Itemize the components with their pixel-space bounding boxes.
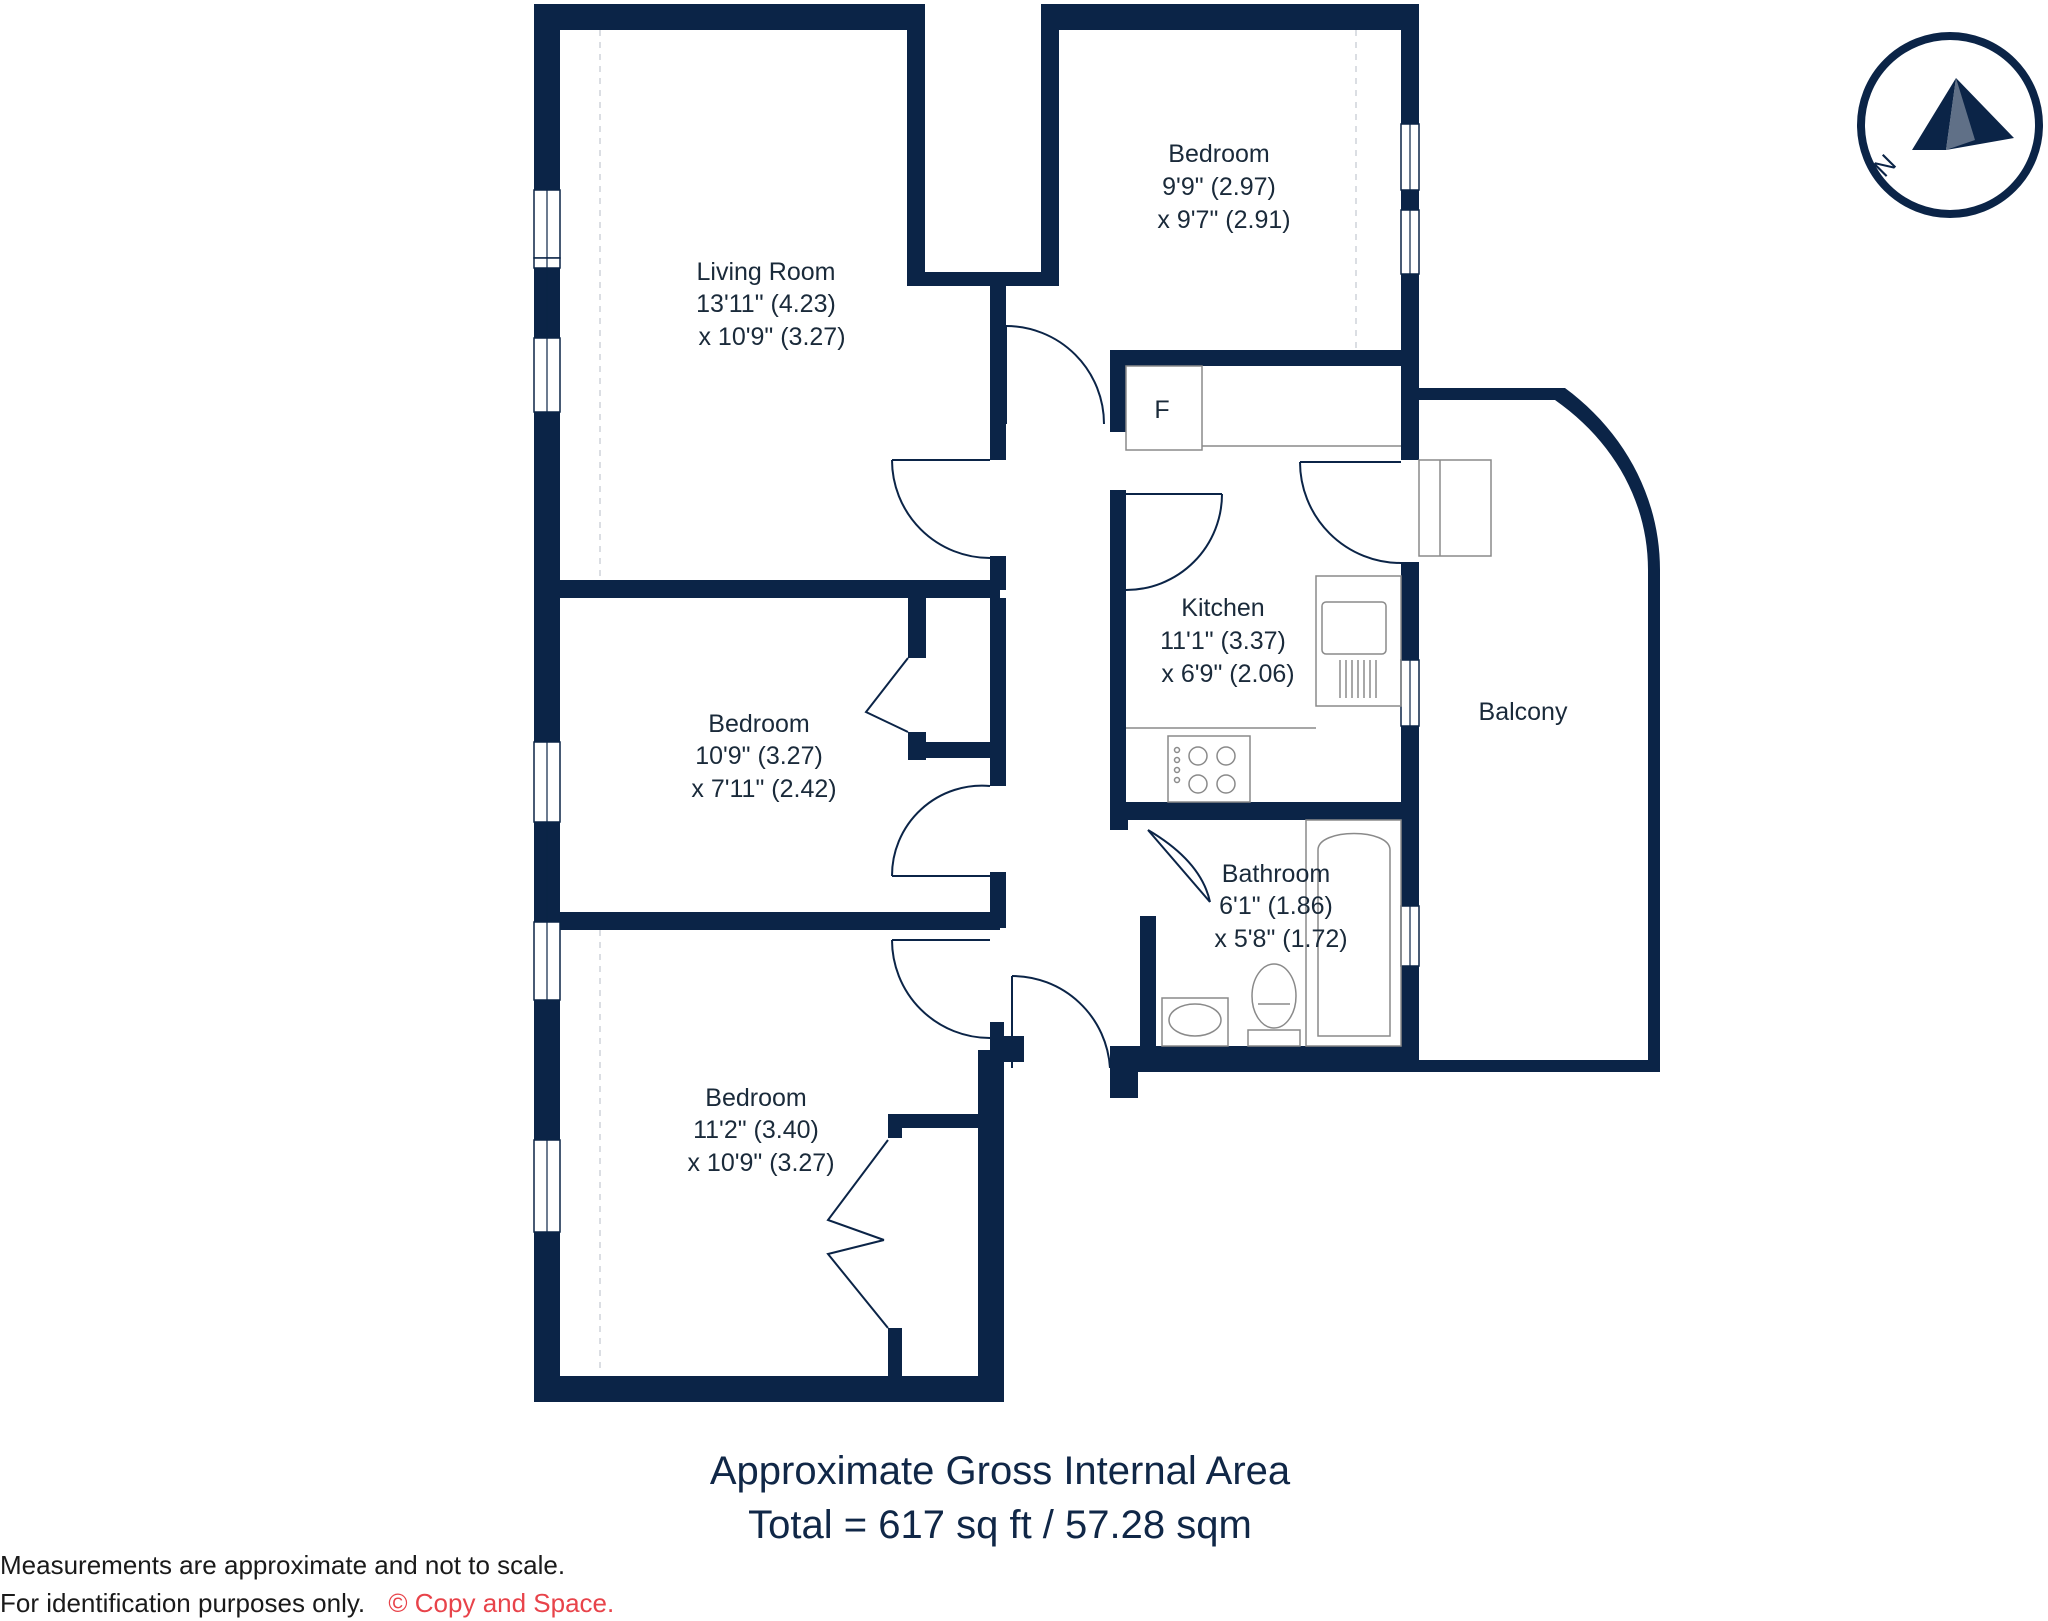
toilet-icon	[1247, 1029, 1301, 1047]
kitchen-dim1: 11'1" (3.37)	[1160, 627, 1286, 655]
bathroom-dim1: 6'1" (1.86)	[1219, 892, 1333, 920]
fridge-icon	[1125, 365, 1203, 451]
ceiling-guide-lines	[599, 30, 1357, 1370]
area-total: Total = 617 sq ft / 57.28 sqm	[748, 1503, 1252, 1547]
bathroom-dim2: x 5'8" (1.72)	[1214, 925, 1347, 953]
balcony-threshold	[1418, 459, 1492, 557]
sink-icon	[1321, 601, 1387, 655]
area-summary: Approximate Gross Internal Area Total = …	[710, 1449, 1291, 1547]
room-labels: Living Room 13'11" (4.23) x 10'9" (3.27)…	[687, 140, 1567, 1177]
compass-rose: N	[1857, 32, 2043, 218]
bedroom2-name: Bedroom	[708, 710, 809, 738]
footer-disclaimer: Measurements are approximate and not to …	[0, 1550, 565, 1581]
bedroom3-dim2: x 10'9" (3.27)	[687, 1149, 834, 1177]
walls	[534, 4, 1660, 1402]
compass-ring	[1857, 32, 2043, 218]
living-room-dim2: x 10'9" (3.27)	[698, 323, 845, 351]
north-arrow-icon	[1912, 78, 1956, 150]
bedroom3-name: Bedroom	[705, 1084, 806, 1112]
doors	[826, 325, 1402, 1329]
footer-identification: For identification purposes only. © Copy…	[0, 1588, 614, 1619]
compass-north-label: N	[1867, 148, 1901, 182]
bedroom3-dim1: 11'2" (3.40)	[693, 1116, 819, 1144]
bedroom2-dim1: 10'9" (3.27)	[695, 742, 823, 770]
hob-icon	[1167, 735, 1251, 803]
area-title: Approximate Gross Internal Area	[710, 1449, 1291, 1493]
kitchen-dim2: x 6'9" (2.06)	[1161, 660, 1294, 688]
bedroom2-dim2: x 7'11" (2.42)	[691, 775, 836, 803]
bathroom-name: Bathroom	[1222, 860, 1330, 888]
footer-line1: Measurements are approximate and not to …	[0, 1550, 566, 1580]
bedroom1-dim2: x 9'7" (2.91)	[1157, 206, 1290, 234]
footer-line2: For identification purposes only.	[0, 1588, 366, 1618]
kitchen-name: Kitchen	[1181, 594, 1264, 622]
window-sill-lines	[546, 124, 1411, 1232]
fridge-label: F	[1154, 396, 1169, 424]
living-room-dim1: 13'11" (4.23)	[696, 290, 836, 318]
living-room-name: Living Room	[697, 258, 836, 286]
basin-icon	[1161, 997, 1229, 1047]
kitchen-fixtures	[1125, 365, 1402, 803]
bedroom1-dim1: 9'9" (2.97)	[1162, 173, 1276, 201]
copyright-text: © Copy and Space.	[388, 1588, 615, 1618]
bath-icon	[1305, 819, 1402, 1047]
bedroom1-name: Bedroom	[1168, 140, 1269, 168]
balcony-name: Balcony	[1479, 698, 1568, 726]
bathroom-fixtures	[1161, 819, 1402, 1047]
